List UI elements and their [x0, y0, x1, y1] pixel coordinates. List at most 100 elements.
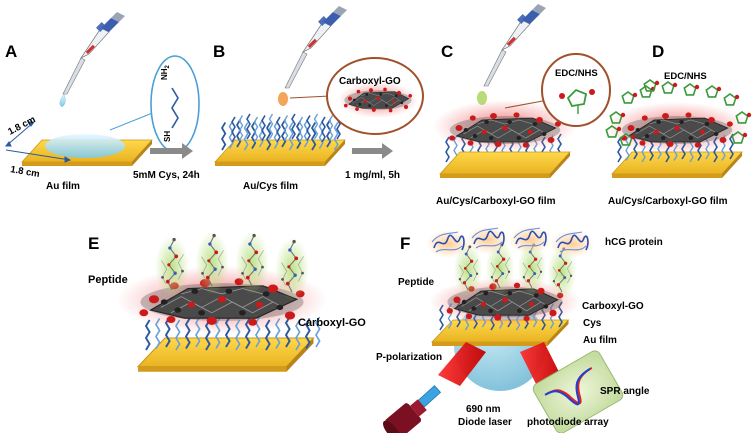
edc-nhs-label-d: EDC/NHS [664, 71, 707, 82]
edc-nhs-molecule-icon [661, 81, 675, 94]
panel-label-a: A [5, 42, 17, 61]
peptide-icon [274, 236, 310, 301]
pipette-icon [62, 11, 126, 95]
step-a-condition: 5mM Cys, 24h [133, 170, 200, 181]
edc-nhs-molecule-icon [735, 111, 749, 124]
edc-nhs-molecule-icon [619, 133, 633, 146]
cys-linker-icon [221, 121, 227, 151]
laser-beam-icon [438, 342, 486, 386]
peptide-icon [194, 230, 230, 295]
oxygen-atom [672, 82, 678, 88]
cys-linker-icon [231, 116, 236, 143]
au-film-plate [137, 337, 315, 373]
edc-nhs-molecule-icon [705, 85, 719, 98]
au-film-caption: Au film [46, 181, 80, 192]
panel-c [433, 3, 611, 179]
p-polarization-label: P-polarization [376, 352, 442, 363]
hcg-protein-icon [465, 225, 511, 255]
dimension-bottom-label: 1.8 cm [9, 164, 40, 180]
cysteine-molecule-icon [171, 87, 179, 129]
dimension-top-label: 1.8 cm [6, 114, 37, 138]
au-cys-carboxyl-go-caption-c: Au/Cys/Carboxyl-GO film [436, 196, 556, 207]
edc-nhs-molecule-icon [731, 131, 745, 144]
diode-laser-label: Diode laser [458, 417, 512, 428]
panel-d [605, 79, 752, 179]
au-film-plate [439, 151, 571, 179]
step-arrow-a [150, 143, 193, 159]
pipette-icon [483, 3, 547, 87]
oxygen-atom [746, 112, 752, 118]
panel-label-d: D [652, 42, 664, 61]
oxygen-atom [620, 112, 626, 118]
panel-label-e: E [88, 234, 99, 253]
oxygen-atom [630, 134, 636, 140]
cys-sh-label: SH [163, 131, 172, 142]
panel-label-b: B [213, 42, 225, 61]
photodiode-array-label: photodiode array [527, 417, 609, 428]
oxygen-atom [616, 126, 622, 132]
droplet-icon [59, 93, 66, 108]
au-film-label-f: Au film [583, 335, 617, 346]
cys-linker-icon [306, 114, 311, 142]
edc-nhs-molecule-icon [683, 83, 697, 96]
step-arrow-b [352, 143, 393, 159]
cys-linker-icon [145, 319, 151, 351]
cys-droplet [45, 134, 125, 158]
cys-linker-icon [321, 116, 326, 143]
cys-linker-icon [298, 116, 304, 143]
peptide-label-e: Peptide [88, 274, 128, 286]
laser-wavelength-label: 690 nm [466, 404, 501, 415]
hcg-protein-label: hCG protein [605, 237, 663, 248]
droplet-icon [278, 92, 288, 106]
oxygen-atom [694, 84, 700, 90]
cys-linker-icon [276, 116, 281, 143]
cys-linker-icon [238, 114, 244, 142]
panel-label-f: F [400, 234, 410, 253]
panel-label-c: C [441, 42, 453, 61]
au-cys-carboxyl-go-caption-d: Au/Cys/Carboxyl-GO film [608, 196, 728, 207]
carboxyl-go-label-e: Carboxyl-GO [298, 317, 366, 329]
edc-nhs-molecule-icon [723, 93, 737, 106]
panel-a [5, 11, 200, 167]
hcg-protein-icon [425, 229, 471, 259]
oxygen-atom [654, 80, 660, 86]
edc-nhs-ring-layer [605, 79, 752, 146]
diode-laser-icon [383, 399, 427, 433]
panel-b [214, 5, 424, 167]
cys-label-f: Cys [583, 318, 602, 329]
step-b-condition: 1 mg/ml, 5h [345, 170, 400, 181]
carboxyl-go-bubble-label: Carboxyl-GO [339, 76, 401, 87]
edc-nhs-molecule-icon [559, 88, 595, 114]
edc-nhs-molecule-icon [621, 91, 635, 104]
oxygen-atom [734, 94, 740, 100]
peptide-icon [234, 230, 270, 295]
edc-nhs-molecule-icon [605, 125, 619, 138]
edc-nhs-molecule-icon [609, 111, 623, 124]
peptide-icon [154, 234, 190, 299]
oxygen-atom [632, 92, 638, 98]
text-layer: A B C D E F 1.8 cm 1.8 cm NH2 SH Au film… [5, 42, 728, 428]
spr-angle-label: SPR angle [600, 386, 650, 397]
cys-nh2-label: NH2 [160, 64, 171, 80]
hcg-protein-icon [549, 229, 595, 259]
peptide-label-f: Peptide [398, 277, 435, 288]
cys-linker-icon [253, 116, 259, 143]
edc-nhs-molecule-icon [639, 85, 653, 98]
hcg-protein-icon [507, 225, 553, 255]
carboxyl-go-label-f: Carboxyl-GO [582, 301, 644, 312]
panel-e [117, 230, 327, 373]
edc-nhs-bubble-label: EDC/NHS [555, 68, 598, 79]
cys-linker-icon [228, 120, 234, 150]
cys-linker-icon [328, 114, 334, 142]
edc-nhs-molecule-icon [643, 79, 657, 92]
cys-linker-icon [283, 114, 289, 142]
spr-curve-icon [532, 350, 624, 433]
panel-f [383, 225, 624, 433]
au-cys-film-caption: Au/Cys film [243, 181, 298, 192]
dimension-arrows [5, 121, 72, 163]
au-film-plate [214, 139, 346, 167]
oxygen-atom [742, 132, 748, 138]
cys-linker-icon [261, 114, 266, 142]
oxygen-atom [716, 86, 722, 92]
